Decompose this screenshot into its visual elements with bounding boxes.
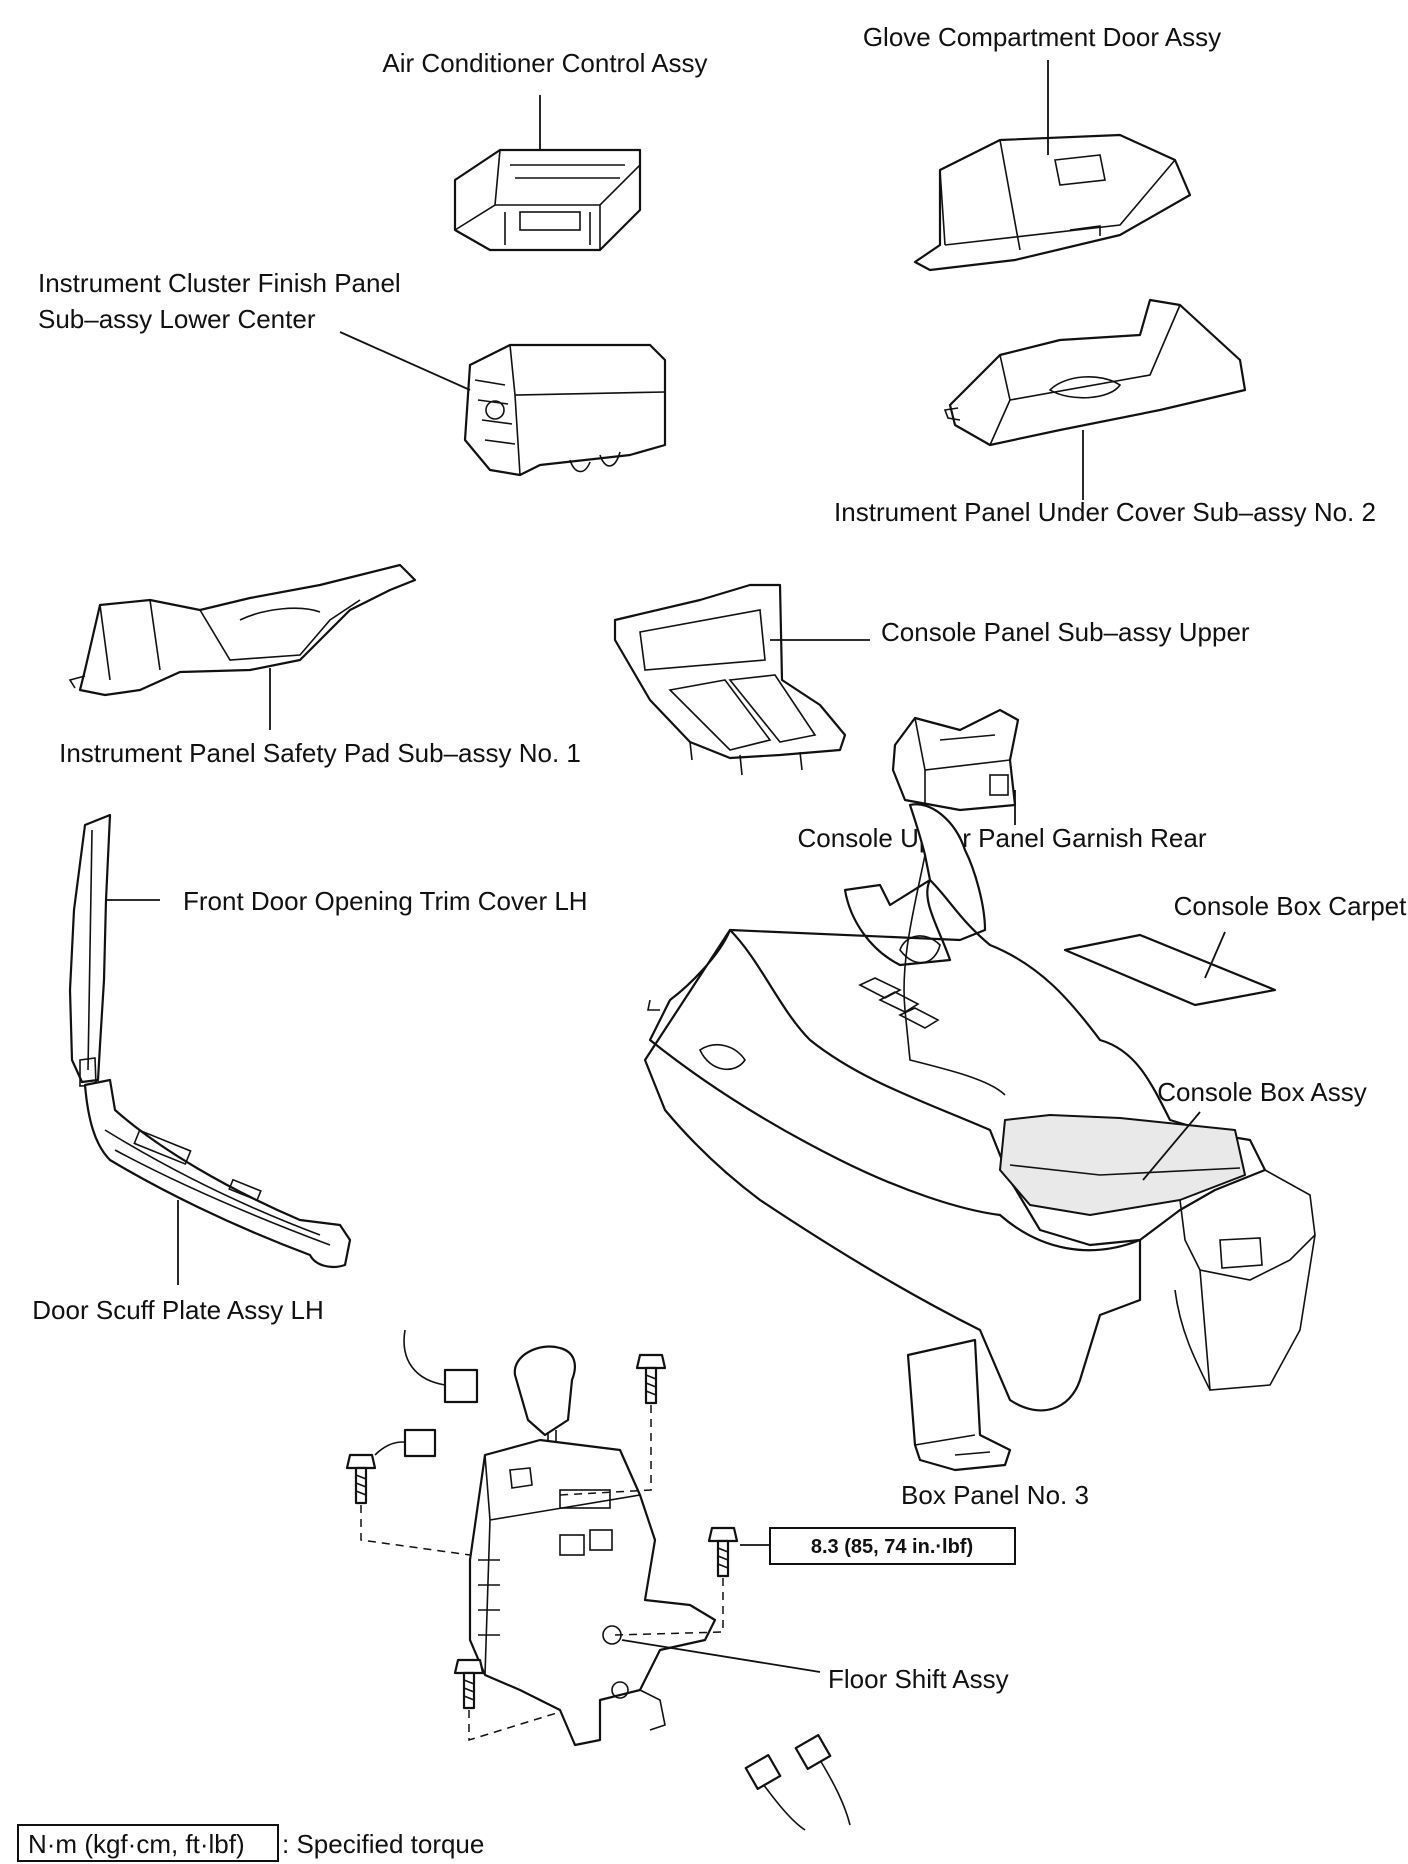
instrument-cluster-finish-panel <box>463 343 667 477</box>
bolt-right <box>707 1526 739 1578</box>
leader-console-carpet <box>1204 931 1226 979</box>
leader-console-box <box>1142 1111 1201 1181</box>
label-safety-pad: Instrument Panel Safety Pad Sub–assy No.… <box>59 738 581 768</box>
label-cluster-panel-line1: Instrument Cluster Finish Panel <box>38 268 401 298</box>
instrument-panel-under-cover <box>943 298 1247 447</box>
label-air-conditioner: Air Conditioner Control Assy <box>382 48 707 78</box>
floor-shift-assy <box>374 1329 851 1831</box>
bolt-bottom <box>453 1658 485 1710</box>
label-console-box: Console Box Assy <box>1157 1077 1367 1107</box>
bolt-top-right <box>635 1353 667 1405</box>
label-door-scuff: Door Scuff Plate Assy LH <box>32 1295 323 1325</box>
legend-unit-box <box>17 1824 279 1862</box>
label-glove-door: Glove Compartment Door Assy <box>863 22 1221 52</box>
glove-compartment-door-assy <box>913 133 1192 272</box>
install-line-right <box>614 1578 724 1636</box>
door-scuff-plate-assy <box>83 1078 352 1269</box>
torque-box <box>769 1527 1016 1565</box>
air-conditioner-control-assy <box>453 148 642 252</box>
install-line-bottom <box>468 1710 561 1742</box>
console-panel-upper <box>613 583 847 776</box>
console-box-assy <box>643 803 1316 1412</box>
leader-cluster-panel <box>339 331 471 391</box>
console-box-carpet <box>1063 933 1277 1007</box>
torque-value: 8.3 (85, 74 in.·lbf) <box>811 1536 973 1558</box>
label-front-door-trim: Front Door Opening Trim Cover LH <box>183 886 588 916</box>
front-door-opening-trim-cover <box>68 813 112 1087</box>
box-panel-no-3 <box>906 1338 1012 1472</box>
label-under-cover: Instrument Panel Under Cover Sub–assy No… <box>834 497 1376 527</box>
legend-description: : Specified torque <box>282 1829 484 1859</box>
console-upper-panel-garnish-rear <box>891 708 1020 812</box>
label-console-carpet: Console Box Carpet <box>1174 891 1407 921</box>
label-cluster-panel-line2: Sub–assy Lower Center <box>38 304 316 334</box>
install-line-left <box>360 1505 471 1556</box>
label-box-panel: Box Panel No. 3 <box>901 1480 1089 1510</box>
legend-unit: N·m (kgf·cm, ft·lbf) <box>28 1829 245 1859</box>
label-floor-shift: Floor Shift Assy <box>828 1664 1009 1694</box>
install-line-top-right <box>559 1405 652 1496</box>
instrument-panel-safety-pad <box>68 563 417 697</box>
label-garnish-rear: Console Upper Panel Garnish Rear <box>798 823 1207 853</box>
bolt-left <box>345 1453 377 1505</box>
leader-floor-shift <box>621 1639 821 1673</box>
label-console-upper: Console Panel Sub–assy Upper <box>881 617 1250 647</box>
torque-legend: N·m (kgf·cm, ft·lbf) : Specified torque <box>17 1824 484 1862</box>
